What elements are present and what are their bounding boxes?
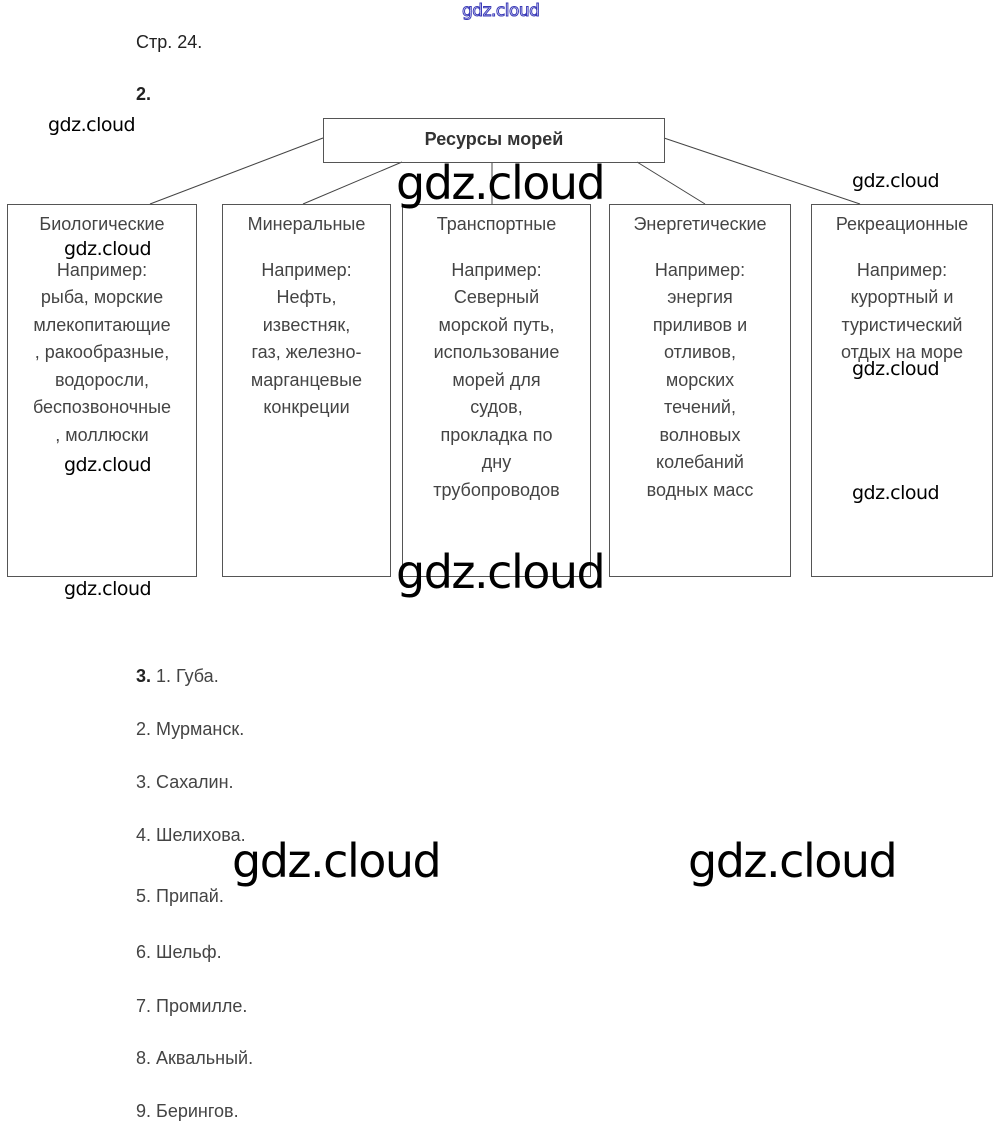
category-box-recreational: Рекреационные Например: курортный и тури…	[811, 204, 993, 577]
example-line: отдых на море	[840, 342, 964, 362]
category-title: Транспортные	[436, 214, 557, 234]
answer-item: 4. Шелихова.	[136, 825, 246, 845]
category-title: Минеральные	[247, 214, 366, 234]
answer-item: 6. Шельф.	[136, 942, 222, 962]
watermark: gdz.cloud	[396, 156, 606, 210]
task2-label: 2.	[136, 84, 152, 104]
example-line: колебаний	[656, 452, 744, 472]
example-label: Например:	[451, 259, 542, 280]
example-label: Например:	[654, 259, 746, 280]
category-box-biological: Биологические Например: рыба, морские мл…	[7, 204, 197, 577]
top-watermark-link[interactable]: gdz.cloud	[461, 1, 540, 22]
answer-item: 3. 1. Губа.	[136, 666, 219, 687]
example-line: Северный	[453, 287, 540, 307]
example-line: трубопроводов	[433, 479, 560, 500]
watermark: gdz.cloud	[852, 358, 940, 380]
example-line: энергия	[667, 287, 733, 307]
task3-label: 3.	[136, 666, 152, 686]
example-line: прокладка по	[440, 424, 553, 445]
example-line: газ, железно-	[251, 342, 362, 362]
answer-item: 2. Мурманск.	[136, 719, 245, 739]
example-line: курортный и	[850, 287, 954, 307]
example-line: судов,	[470, 397, 523, 417]
answer-item: 5. Припай.	[136, 886, 224, 906]
page-label: Стр. 24.	[136, 32, 203, 52]
example-line: течений,	[664, 397, 736, 417]
example-line: морской путь,	[438, 314, 555, 335]
connector-energy	[636, 161, 706, 205]
answer-item: 7. Промилле.	[136, 996, 248, 1016]
watermark: gdz.cloud	[64, 578, 152, 600]
example-line: отливов,	[664, 342, 736, 362]
example-label: Например:	[56, 259, 148, 280]
category-title: Биологические	[39, 214, 165, 234]
example-line: млекопитающие	[33, 314, 171, 335]
answer-item: 3. Сахалин.	[136, 772, 234, 792]
category-title: Рекреационные	[835, 214, 969, 234]
root-label: Ресурсы морей	[424, 129, 564, 149]
example-line: приливов и	[652, 314, 748, 335]
example-line: конкреции	[263, 397, 350, 417]
example-line: беспозвоночные	[32, 397, 172, 417]
example-line: морских	[665, 369, 735, 390]
example-line: рыба, морские	[40, 287, 164, 307]
category-box-transport: Транспортные Например: Северный морской …	[402, 204, 591, 577]
example-line: использование	[433, 342, 560, 362]
example-line: водных масс	[646, 479, 754, 500]
answer-item: 8. Аквальный.	[136, 1048, 254, 1068]
example-line: волновых	[659, 424, 741, 445]
watermark: gdz.cloud	[64, 454, 152, 476]
category-box-mineral: Минеральные Например: Нефть, известняк, …	[222, 204, 391, 577]
connector-bio	[149, 137, 324, 205]
answer-item: 9. Берингов.	[136, 1101, 239, 1121]
watermark: gdz.cloud	[232, 834, 442, 888]
example-line: туристический	[841, 314, 963, 335]
watermark: gdz.cloud	[396, 545, 606, 599]
diagram-connectors	[149, 137, 861, 205]
example-label: Например:	[856, 259, 948, 280]
example-line: дну	[481, 452, 512, 472]
example-line: , моллюски	[55, 424, 149, 445]
root-box: Ресурсы морей	[323, 118, 665, 163]
example-line: марганцевые	[250, 369, 363, 390]
answer-text: 1. Губа.	[156, 666, 219, 686]
example-line: водоросли,	[54, 369, 150, 390]
connector-min	[302, 161, 403, 205]
category-box-energy: Энергетические Например: энергия приливо…	[609, 204, 791, 577]
connector-recr	[663, 137, 861, 205]
example-line: Нефть,	[276, 287, 337, 307]
watermark: gdz.cloud	[688, 834, 898, 888]
example-label: Например:	[261, 259, 352, 280]
watermark: gdz.cloud	[852, 482, 940, 504]
example-line: , ракообразные,	[34, 342, 170, 362]
watermark: gdz.cloud	[48, 114, 136, 136]
watermark: gdz.cloud	[64, 238, 152, 260]
watermark: gdz.cloud	[852, 170, 940, 192]
example-line: известняк,	[262, 314, 351, 335]
example-line: морей для	[452, 369, 541, 390]
category-title: Энергетические	[633, 214, 767, 234]
